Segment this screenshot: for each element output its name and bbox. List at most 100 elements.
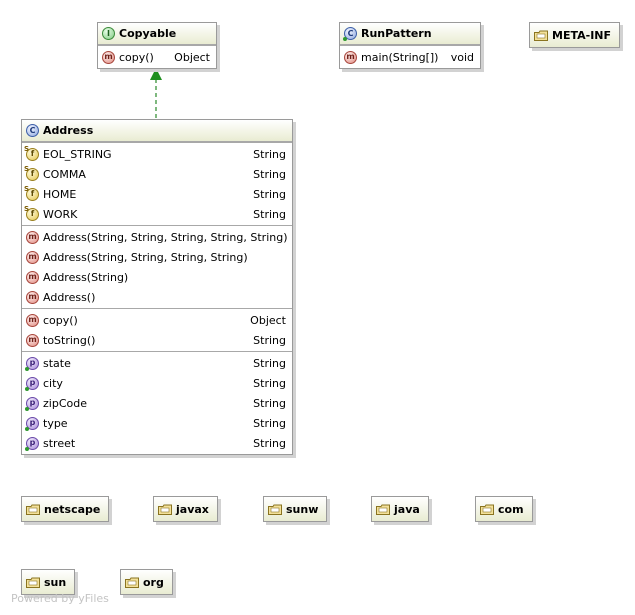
package-folder-icon [534,30,548,41]
runpattern-methods: m main(String[]) void [340,45,480,68]
static-badge-icon: S [24,184,30,193]
package-sunw[interactable]: sunw [263,496,328,522]
method-icon: m [102,50,115,64]
member-name: Address(String, String, String, String, … [43,230,288,244]
package-javax[interactable]: javax [153,496,218,522]
static-badge-icon: S [24,164,30,173]
member-row[interactable]: m Address(String) [22,267,292,287]
member-row[interactable]: m Address() [22,287,292,307]
copyable-methods: m copy() Object [98,45,216,68]
package-netscape[interactable]: netscape [21,496,110,522]
member-type: Object [174,50,210,64]
member-name: state [43,356,71,370]
member-name: zipCode [43,396,87,410]
address-title: Address [43,124,94,137]
member-type: String [253,376,286,390]
member-name: toString() [43,333,96,347]
static-badge-icon: S [24,144,30,153]
public-marker-icon [25,386,29,391]
member-type: void [450,50,474,64]
member-type: Object [250,313,286,327]
member-name: street [43,436,76,450]
member-row[interactable]: m Address(String, String, String, String… [22,227,292,247]
package-label: netscape [44,502,101,516]
method-icon: m [26,313,39,327]
package-folder-icon [26,577,40,588]
package-com[interactable]: com [475,496,533,522]
member-row[interactable]: p zipCode String [22,393,292,413]
member-type: String [253,356,286,370]
public-marker-icon [25,366,29,371]
member-row[interactable]: p street String [22,433,292,453]
member-name: copy() [43,313,78,327]
property-glyph: p [26,356,39,370]
member-row[interactable]: m copy() Object [22,310,292,330]
package-meta-inf[interactable]: META-INF [529,22,621,48]
package-label: META-INF [552,28,612,42]
property-icon: p [25,436,39,451]
package-java[interactable]: java [371,496,429,522]
member-name: copy() [119,50,154,64]
member-row[interactable]: m Address(String, String, String, String… [22,247,292,267]
runpattern-title: RunPattern [361,27,432,40]
package-folder-icon [125,577,139,588]
runnable-marker-icon [343,37,347,41]
address-methods: m copy() Object m toString() String [22,308,292,351]
method-icon: m [26,290,39,304]
static-badge-icon: S [24,204,30,213]
property-glyph: p [26,416,39,430]
method-icon: m [26,333,39,347]
package-label: com [498,502,524,516]
package-label: javax [176,502,209,516]
package-folder-icon [268,504,282,515]
public-marker-icon [25,446,29,451]
member-type: String [253,396,286,410]
package-folder-icon [376,504,390,515]
address-header: C Address [22,120,292,142]
runpattern-class-node[interactable]: C RunPattern m main(String[]) void [339,22,481,69]
member-name: EOL_STRING [43,147,112,161]
member-row[interactable]: p city String [22,373,292,393]
member-type: String [253,436,286,450]
package-folder-icon [26,504,40,515]
package-folder-icon [480,504,494,515]
property-icon: p [25,396,39,411]
method-icon: m [26,270,39,284]
member-name: WORK [43,207,78,221]
class-icon: C [26,124,39,137]
class-icon: C [343,27,357,41]
copyable-header: I Copyable [98,23,216,45]
member-row[interactable]: p state String [22,353,292,373]
package-label: java [394,502,420,516]
address-properties: p state String p city String p zipCode S… [22,351,292,454]
field-glyph: f [26,147,39,161]
member-type: String [253,167,286,181]
runpattern-header: C RunPattern [340,23,480,45]
package-sun[interactable]: sun [21,569,76,595]
package-org[interactable]: org [120,569,173,595]
public-marker-icon [25,406,29,411]
member-type: String [253,333,286,347]
public-marker-icon [25,426,29,431]
property-icon: p [25,376,39,391]
member-row[interactable]: m toString() String [22,330,292,350]
member-type: String [253,416,286,430]
member-row[interactable]: m main(String[]) void [340,47,480,67]
property-icon: p [25,356,39,371]
member-row[interactable]: p type String [22,413,292,433]
member-name: Address() [43,290,96,304]
member-row[interactable]: m copy() Object [98,47,216,67]
member-name: city [43,376,63,390]
watermark: Powered by yFiles [11,592,109,605]
copyable-interface-node[interactable]: I Copyable m copy() Object [97,22,217,69]
method-icon: m [26,250,39,264]
